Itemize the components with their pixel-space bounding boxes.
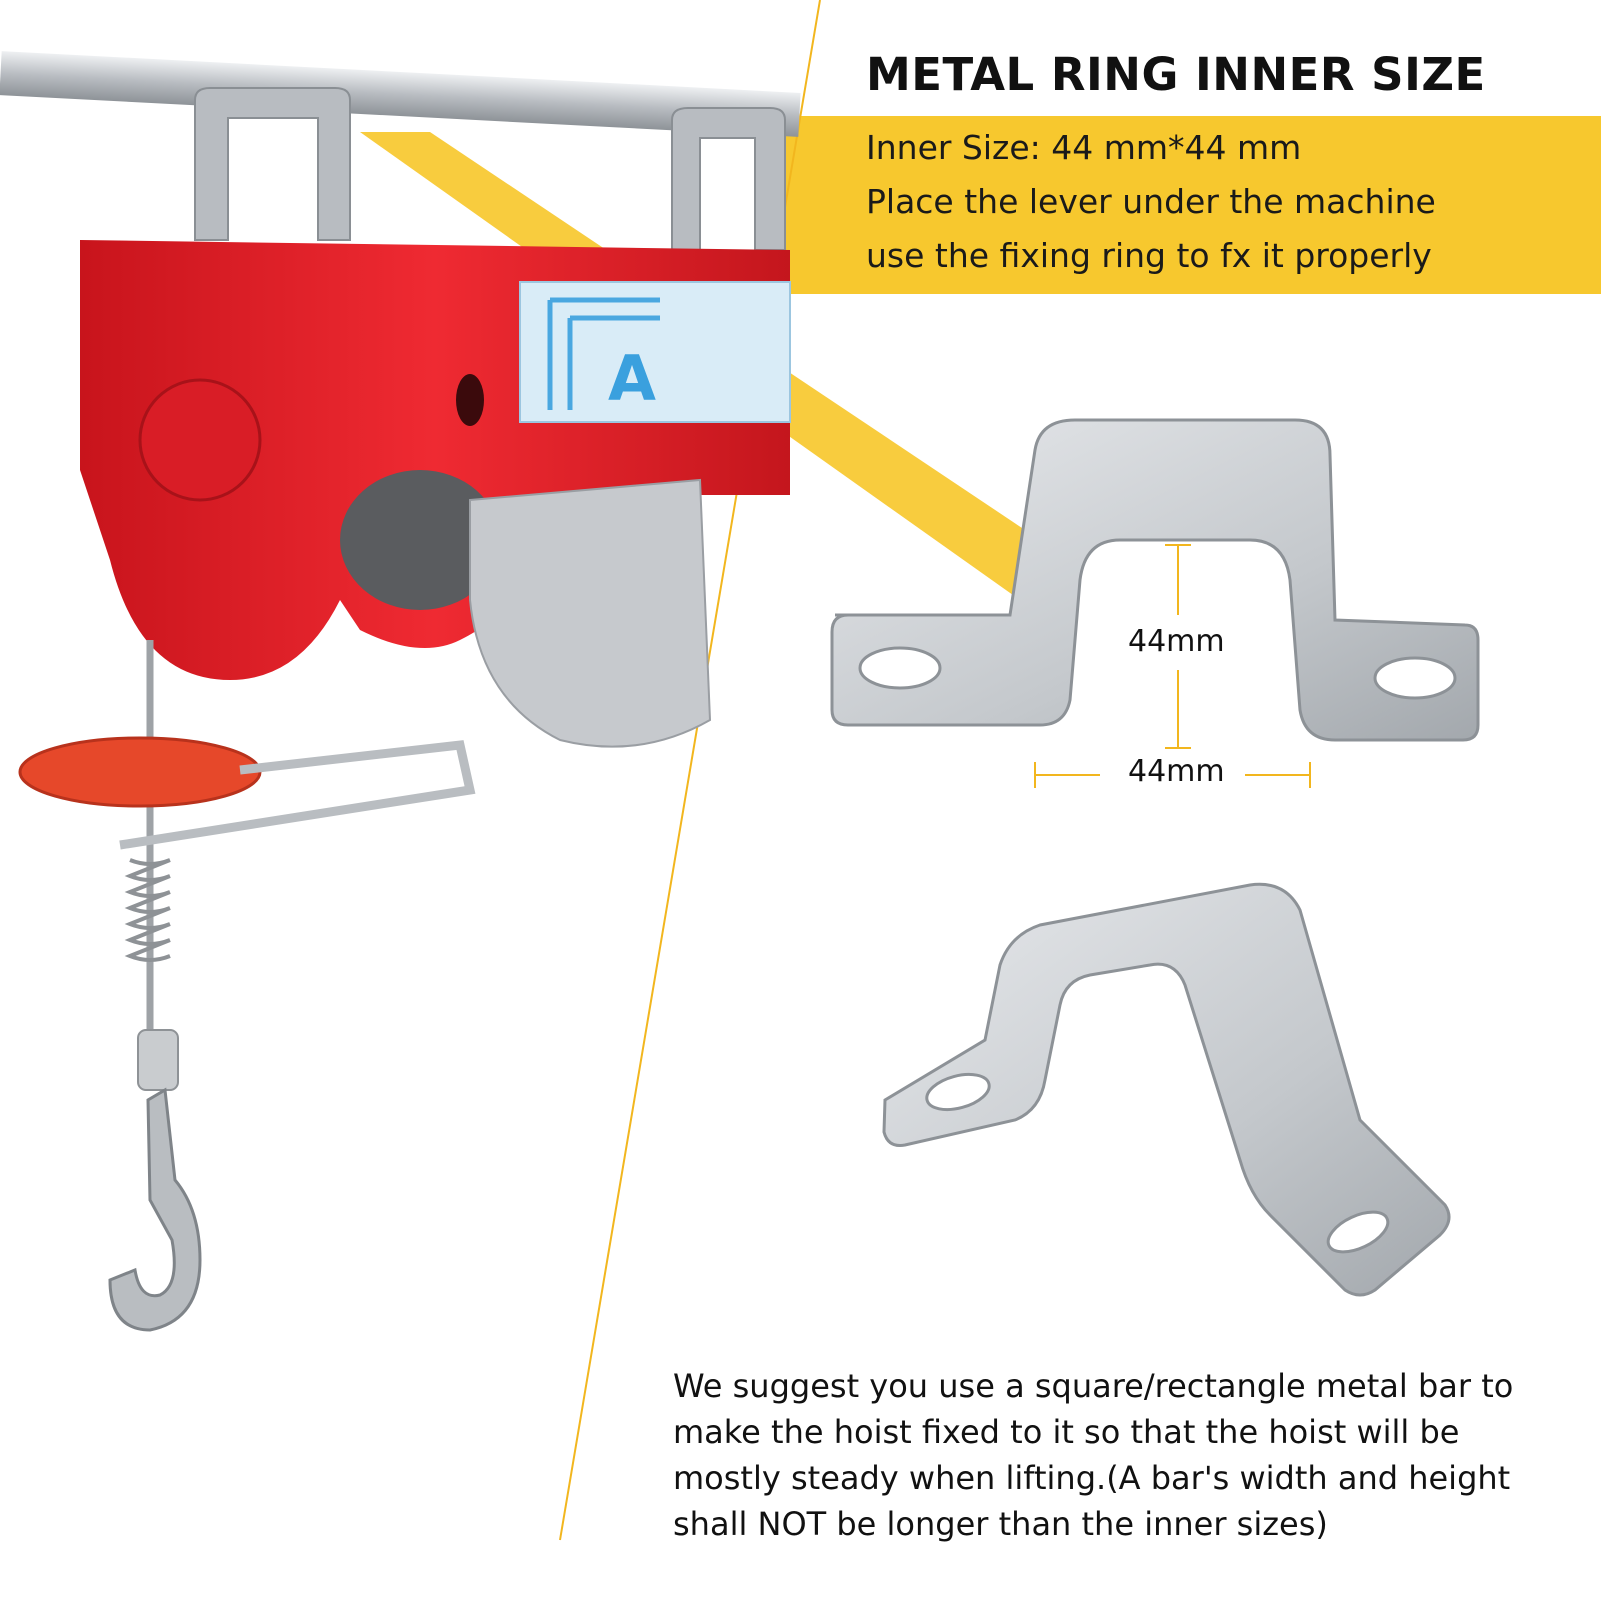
- metal-ring-front: [830, 418, 1480, 742]
- page-title: METAL RING INNER SIZE: [866, 48, 1486, 101]
- metal-ring-angled: [882, 882, 1451, 1297]
- rail: [0, 51, 801, 137]
- usage-note: We suggest you use a square/rectangle me…: [673, 1367, 1514, 1543]
- hanger-bracket: [194, 87, 351, 241]
- placement-line: Place the lever under the machine: [866, 182, 1436, 221]
- label-letter: A: [608, 342, 656, 415]
- cable-drum: [340, 470, 500, 610]
- hanger-bracket: [671, 107, 786, 251]
- hoist-hub: [138, 378, 262, 502]
- spring: [124, 858, 171, 962]
- hook-swivel: [137, 1029, 179, 1091]
- limit-lever: [119, 740, 476, 850]
- stopper-disc: [18, 736, 262, 808]
- hoist-illustration: A: [0, 51, 801, 1332]
- gearbox: [469, 478, 712, 748]
- label-plate: [519, 281, 791, 423]
- dimension-lines: [1034, 544, 1311, 788]
- inner-size-line: Inner Size: 44 mm*44 mm: [866, 128, 1302, 167]
- height-dimension-label: 44mm: [1128, 624, 1225, 659]
- fixing-line: use the fixing ring to fx it properly: [866, 236, 1432, 275]
- info-band: [780, 116, 1601, 294]
- width-dimension-label: 44mm: [1128, 754, 1225, 789]
- hook: [108, 1087, 202, 1332]
